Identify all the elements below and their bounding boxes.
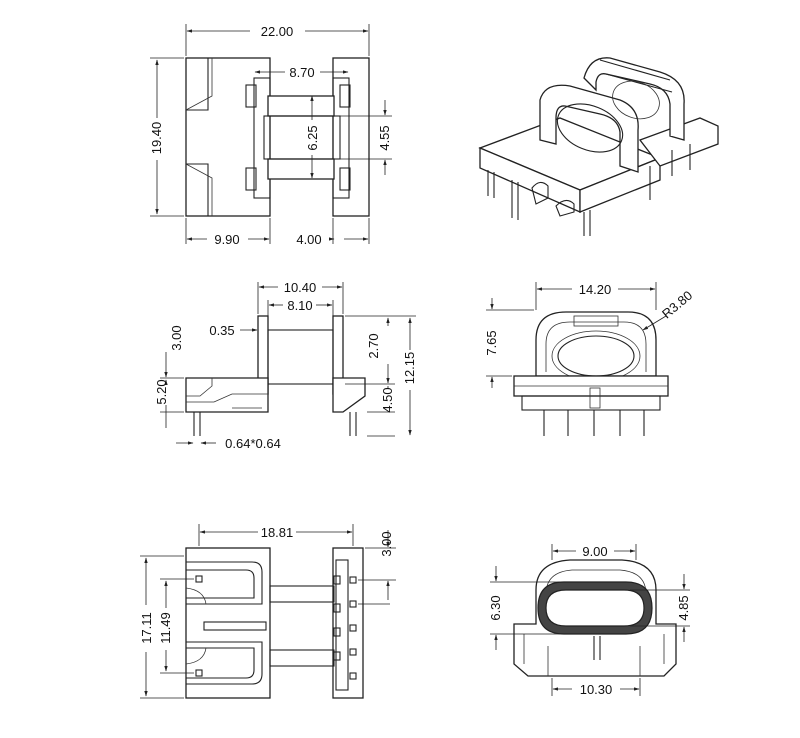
dim-4-85: 4.85	[676, 595, 691, 620]
dim-11-49: 11.49	[158, 612, 173, 644]
dim-4-55: 4.55	[377, 125, 392, 150]
dim-pin: 0.64*0.64	[225, 436, 281, 451]
dim-3-00: 3.00	[169, 325, 184, 350]
isometric-view	[478, 57, 719, 236]
dim-19-40: 19.40	[149, 122, 164, 155]
dim-10-40: 10.40	[284, 280, 317, 295]
dim-4-50: 4.50	[380, 387, 395, 412]
dim-8-10: 8.10	[287, 298, 312, 313]
dim-22-00: 22.00	[261, 24, 294, 39]
top-view-bobbin-lower	[267, 158, 335, 180]
dim-5-20: 5.20	[154, 379, 169, 404]
dim-14-20: 14.20	[579, 282, 612, 297]
top-view-left-flange	[185, 57, 271, 217]
dim-9-00: 9.00	[582, 544, 607, 559]
dim-10-30: 10.30	[580, 682, 613, 697]
dim-6-25: 6.25	[305, 125, 320, 150]
end-view: 9.00 6.30 4.85 10.30	[488, 544, 691, 697]
dim-7-65: 7.65	[484, 330, 499, 355]
dim-bottom-3-00: 3.00	[379, 531, 394, 556]
dim-2-70: 2.70	[366, 333, 381, 358]
dim-17-11: 17.11	[139, 612, 154, 644]
top-view: 22.00 8.70 19.40 6.25 4.55 9.90 4.00	[149, 24, 392, 247]
dim-9-90: 9.90	[214, 232, 239, 247]
dim-0-35: 0.35	[209, 323, 234, 338]
side-view: 10.40 8.10 0.35 3.00 5.20 2.70 12.15 4.5…	[154, 280, 417, 451]
dim-r3-80: R3.80	[659, 288, 695, 322]
dim-6-30: 6.30	[488, 595, 503, 620]
top-view-right-flange	[332, 57, 370, 217]
top-view-bobbin-upper	[267, 95, 335, 117]
bottom-view: 18.81 3.00 17.11 11.49	[139, 524, 396, 699]
front-view: 14.20 R3.80 7.65	[484, 282, 695, 436]
dim-12-15: 12.15	[402, 352, 417, 385]
dim-18-81: 18.81	[261, 525, 294, 540]
dim-8-70: 8.70	[289, 65, 314, 80]
dim-4-00: 4.00	[296, 232, 321, 247]
